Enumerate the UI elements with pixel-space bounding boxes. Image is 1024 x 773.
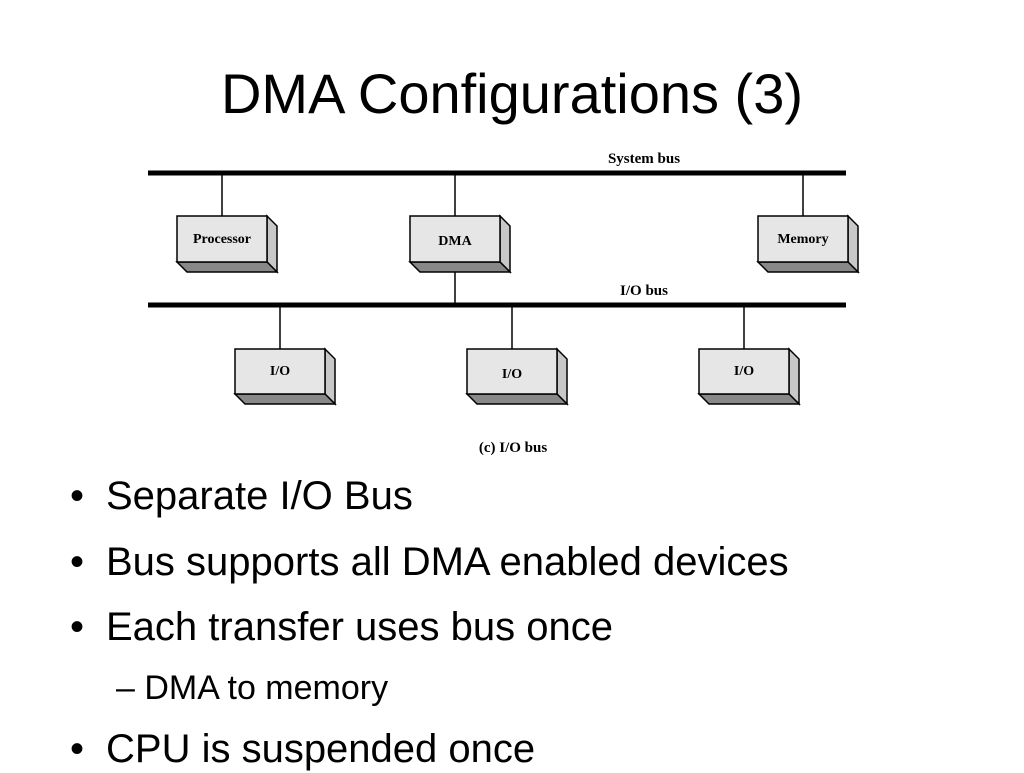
processor-box: Processor — [175, 214, 279, 274]
slide-title: DMA Configurations (3) — [220, 62, 803, 125]
io-bus-label: I/O bus — [620, 283, 668, 299]
sub-bullet-dma-to-memory: – DMA to memory — [116, 667, 388, 709]
diagram-caption: (c) I/O bus — [479, 440, 548, 456]
system-bus-label: System bus — [608, 151, 680, 167]
bullet-dot: • — [70, 474, 85, 518]
io-label-2: I/O — [502, 367, 522, 382]
bullet-text: Each transfer uses bus once — [106, 605, 613, 649]
dma-box: DMA — [408, 214, 512, 274]
bullet-cpu-suspended: • CPU is suspended once — [70, 725, 535, 773]
bullet-text: CPU is suspended once — [106, 727, 536, 771]
bullet-bus-supports-devices: • Bus supports all DMA enabled devices — [70, 538, 789, 586]
bullet-separate-io-bus: • Separate I/O Bus — [70, 472, 413, 520]
sub-bullet-dash: – — [116, 669, 135, 707]
sub-bullet-text: DMA to memory — [144, 669, 389, 707]
io-box-3: I/O — [697, 347, 801, 406]
memory-box: Memory — [756, 214, 860, 274]
bullet-text: Bus supports all DMA enabled devices — [106, 540, 789, 584]
bullet-text: Separate I/O Bus — [106, 474, 413, 518]
dma-io-bus-diagram: System bus Processor DMA Memory I/O bus … — [148, 151, 860, 456]
dma-label: DMA — [438, 234, 472, 249]
io-label-3: I/O — [734, 364, 754, 379]
io-label-1: I/O — [270, 364, 290, 379]
io-box-2: I/O — [465, 347, 569, 406]
bullet-dot: • — [70, 605, 85, 649]
bullet-dot: • — [70, 540, 85, 584]
bullet-each-transfer: • Each transfer uses bus once — [70, 603, 613, 651]
processor-label: Processor — [193, 232, 251, 247]
memory-label: Memory — [777, 232, 828, 247]
io-box-1: I/O — [233, 347, 337, 406]
bullet-dot: • — [70, 727, 85, 771]
